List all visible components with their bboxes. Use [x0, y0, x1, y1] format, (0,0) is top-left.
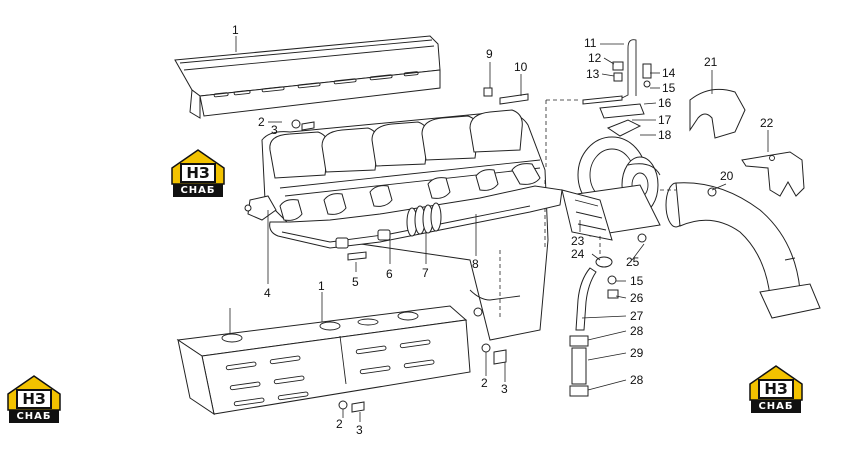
lower-heat-shield: [176, 305, 471, 416]
callout-1-upper: 1: [232, 23, 239, 37]
logo-band: СНАБ: [173, 184, 223, 197]
callout-22: 22: [760, 116, 774, 130]
spacer-sleeve-2: [377, 229, 391, 241]
watermark-logo-bottom-left: НЗ СНАБ: [6, 372, 62, 424]
callout-3-middle: 3: [501, 382, 508, 396]
callout-5: 5: [352, 275, 359, 289]
callout-29: 29: [630, 346, 644, 360]
callout-15-lower: 15: [630, 274, 644, 288]
callout-8: 8: [472, 257, 479, 271]
callout-10: 10: [514, 60, 528, 74]
callout-25: 25: [626, 255, 640, 269]
fasteners: [244, 87, 717, 413]
oil-feed-pipe: [582, 39, 652, 137]
callout-4: 4: [264, 286, 271, 300]
logo-band: СНАБ: [9, 410, 59, 423]
logo-mark: НЗ: [16, 389, 52, 409]
callout-20: 20: [720, 169, 734, 183]
callout-9: 9: [486, 47, 493, 61]
callout-17: 17: [658, 113, 672, 127]
logo-band: СНАБ: [751, 400, 801, 413]
callout-18: 18: [658, 128, 672, 142]
callout-3-upper: 3: [271, 123, 278, 137]
exhaust-elbow-pipe: [665, 182, 821, 319]
watermark-logo-left: НЗ СНАБ: [170, 146, 226, 198]
slip-joint-rings: [406, 202, 442, 237]
callout-23: 23: [571, 234, 585, 248]
shield-slots-lower: [225, 339, 435, 407]
shield-slots-upper: [213, 71, 419, 98]
upper-heat-shield: [174, 35, 441, 119]
callout-24: 24: [571, 247, 585, 261]
callout-2-upper: 2: [258, 115, 265, 129]
callout-26: 26: [630, 291, 644, 305]
cylinder-head-covers: [269, 109, 523, 179]
callout-6: 6: [386, 267, 393, 281]
exhaust-manifold: [247, 163, 563, 249]
logo-mark: НЗ: [180, 163, 216, 183]
callout-2-lower: 2: [336, 417, 343, 431]
logo-mark: НЗ: [758, 379, 794, 399]
callout-3-lower: 3: [356, 423, 363, 437]
callout-1-lower: 1: [318, 279, 325, 293]
turbocharger: [561, 136, 661, 241]
leader-lines: [229, 36, 769, 422]
manifold-flanges: [247, 163, 541, 221]
callout-27: 27: [630, 309, 644, 323]
bracket-22: [741, 151, 805, 197]
callout-13: 13: [586, 67, 600, 81]
callout-28-lower: 28: [630, 373, 644, 387]
callout-11: 11: [584, 36, 597, 50]
callouts: 1 2 3 4 5 6 7 8 9 10 11 12 13 14 15 16 1…: [232, 23, 774, 437]
watermark-logo-bottom-right: НЗ СНАБ: [748, 362, 804, 414]
callout-12: 12: [588, 51, 602, 65]
callout-15-upper: 15: [662, 81, 676, 95]
callout-14: 14: [662, 66, 676, 80]
callout-16: 16: [658, 96, 672, 110]
oil-drain-assembly: [569, 256, 619, 397]
callout-28-upper: 28: [630, 324, 644, 338]
pipe-clamp-21: [689, 88, 746, 139]
spacer-sleeve-1: [335, 237, 349, 249]
callout-21: 21: [704, 55, 718, 69]
callout-7: 7: [422, 266, 429, 280]
callout-2-middle: 2: [481, 376, 488, 390]
